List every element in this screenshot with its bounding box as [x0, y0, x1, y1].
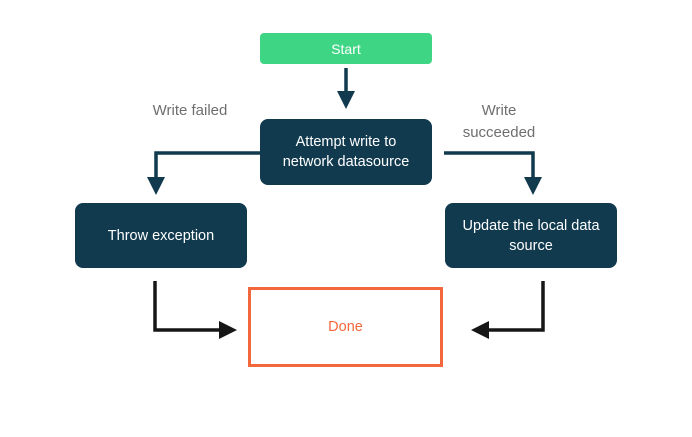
- arrow-update-to-done: [471, 281, 545, 339]
- arrow-attempt-to-throw: [147, 151, 260, 195]
- arrow-attempt-to-update: [444, 151, 542, 195]
- node-start: Start: [260, 33, 432, 64]
- edge-label-write-succeeded: Write succeeded: [462, 102, 536, 141]
- node-start-label: Start: [331, 40, 361, 57]
- arrow-start-to-attempt: [337, 68, 355, 109]
- node-update-local-data-label: Update the local data source: [462, 217, 600, 254]
- node-attempt-write-label: Attempt write to network datasource: [282, 134, 410, 170]
- node-update-local-data: Update the local data source: [445, 203, 617, 268]
- node-done: Done: [248, 287, 443, 367]
- node-done-label: Done: [328, 319, 363, 335]
- arrow-throw-to-done: [153, 281, 237, 339]
- edge-label-write-failed: Write failed: [152, 102, 228, 119]
- node-throw-exception-label: Throw exception: [107, 227, 215, 244]
- node-attempt-write: Attempt write to network datasource: [260, 119, 432, 185]
- node-throw-exception: Throw exception: [75, 203, 247, 268]
